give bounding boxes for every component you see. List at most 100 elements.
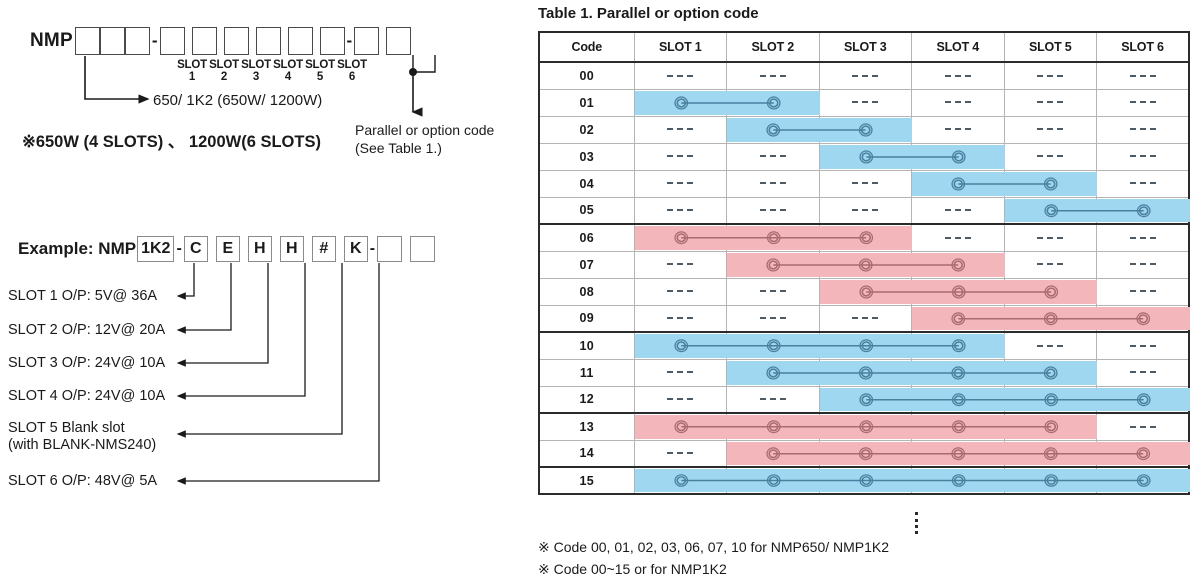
empty-dash-mark	[1037, 344, 1064, 347]
slot-linked-cell	[818, 142, 1005, 171]
empty-dash-mark	[1037, 263, 1064, 266]
slot-linked-cell	[1096, 304, 1189, 333]
slot-box-2[interactable]	[191, 27, 217, 55]
parallel-option-code-table: Code SLOT 1 SLOT 2 SLOT 3 SLOT 4 SLOT 5 …	[538, 31, 1190, 495]
slot-linked-cell	[726, 88, 820, 117]
slot-linked-cell	[818, 358, 912, 387]
option-code-table-panel: Table 1. Parallel or option code Code SL…	[525, 0, 1200, 588]
slot-empty-cell	[1096, 358, 1189, 387]
table-row: 07	[539, 250, 1189, 279]
table-row: 12	[539, 385, 1190, 414]
table-row: 04	[539, 169, 1189, 198]
slot-empty-cell	[726, 169, 820, 198]
slot-caption-1: SLOT 1	[177, 59, 207, 83]
empty-dash-mark	[1129, 236, 1156, 239]
row-code-cell: 01	[539, 88, 635, 117]
slot-empty-cell	[1003, 250, 1097, 279]
example-code-box-2[interactable]: E	[215, 236, 240, 262]
table-header-row: Code SLOT 1 SLOT 2 SLOT 3 SLOT 4 SLOT 5 …	[539, 32, 1189, 63]
empty-dash-mark	[1129, 263, 1156, 266]
example-dash-2: -	[369, 240, 376, 257]
slot-empty-cell	[1003, 331, 1097, 360]
empty-dash-mark	[1129, 290, 1156, 293]
model-digit-box-2[interactable]	[99, 27, 125, 55]
slot-empty-cell	[1096, 412, 1189, 441]
slot-linked-cell	[1096, 385, 1189, 414]
slot-linked-cell	[911, 277, 1005, 306]
slot-empty-cell	[633, 115, 727, 144]
slot-linked-cell	[911, 250, 1005, 279]
example-code-box-6[interactable]: K	[343, 236, 368, 262]
column-header-slot-4: SLOT 4	[911, 32, 1005, 63]
row-code-cell: 14	[539, 439, 635, 468]
slot-box-3[interactable]	[223, 27, 249, 55]
empty-dash-mark	[944, 209, 971, 212]
slot-linked-cell	[818, 385, 1190, 414]
model-prefix-label: NMP	[30, 30, 73, 51]
table-row: 09	[539, 304, 1190, 333]
slot-empty-cell	[633, 169, 727, 198]
column-header-slot-3: SLOT 3	[818, 32, 912, 63]
empty-dash-mark	[759, 398, 786, 401]
slot-linked-cell	[726, 250, 1005, 279]
column-header-slot-1: SLOT 1	[633, 32, 727, 63]
slot-empty-cell	[911, 88, 1005, 117]
empty-dash-mark	[759, 182, 786, 185]
model-encoding-panel: NMP - - SLOT 1 SLOT 2 SLOT 3 SLOT 4 SLOT…	[0, 0, 525, 588]
slot-description-2: SLOT 2 O/P: 12V@ 20A	[8, 322, 166, 338]
example-option-box-1[interactable]	[377, 236, 403, 262]
slot-box-6[interactable]	[319, 27, 345, 55]
slot-box-1[interactable]	[159, 27, 185, 55]
empty-dash-mark	[852, 74, 879, 77]
slot-linked-cell	[818, 331, 912, 360]
slot-empty-cell	[1003, 61, 1097, 90]
slot-caption-6: SLOT 6	[337, 59, 367, 83]
model-digit-box-3[interactable]	[124, 27, 150, 55]
table-header: Code SLOT 1 SLOT 2 SLOT 3 SLOT 4 SLOT 5 …	[539, 32, 1189, 63]
example-model-diagram: Example: NMP 1K2 - C E H H # K -	[18, 236, 436, 262]
slot-linked-cell	[911, 385, 1005, 414]
row-code-cell: 09	[539, 304, 635, 333]
slot-linked-cell	[911, 439, 1005, 468]
empty-dash-mark	[1037, 74, 1064, 77]
slot-box-4[interactable]	[255, 27, 281, 55]
slot-linked-cell	[818, 277, 1097, 306]
column-header-slot-5: SLOT 5	[1003, 32, 1097, 63]
slot-empty-cell	[1096, 223, 1189, 252]
slot-linked-cell	[1003, 439, 1097, 468]
option-code-box-1[interactable]	[354, 27, 380, 55]
slot-linked-cell	[818, 250, 912, 279]
model-digit-box-1[interactable]	[74, 27, 100, 55]
slot-empty-cell	[911, 196, 1005, 225]
slot-empty-cell	[633, 196, 727, 225]
example-code-box-4[interactable]: H	[279, 236, 304, 262]
empty-dash-mark	[1037, 155, 1064, 158]
example-option-box-2[interactable]	[410, 236, 436, 262]
slot-empty-cell	[633, 61, 727, 90]
row-code-cell: 08	[539, 277, 635, 306]
row-code-cell: 07	[539, 250, 635, 279]
slot-linked-cell	[1003, 358, 1097, 387]
slot-linked-cell	[1096, 196, 1189, 225]
parallel-option-note: Parallel or option code (See Table 1.)	[355, 121, 494, 157]
row-code-cell: 03	[539, 142, 635, 171]
slot-linked-cell	[633, 331, 1005, 360]
slot-box-5[interactable]	[287, 27, 313, 55]
empty-dash-mark	[667, 155, 694, 158]
slot-empty-cell	[1003, 223, 1097, 252]
empty-dash-mark	[667, 209, 694, 212]
parallel-option-note-line2: (See Table 1.)	[355, 140, 442, 156]
example-code-box-3[interactable]: H	[247, 236, 272, 262]
slot-empty-cell	[726, 142, 820, 171]
option-code-box-2[interactable]	[386, 27, 412, 55]
example-code-box-1[interactable]: C	[183, 236, 208, 262]
slot-empty-cell	[1096, 115, 1189, 144]
example-code-box-5[interactable]: #	[311, 236, 336, 262]
empty-dash-mark	[667, 317, 694, 320]
slot-linked-cell	[1096, 439, 1189, 468]
example-model-box[interactable]: 1K2	[137, 236, 175, 262]
slot-empty-cell	[1096, 88, 1189, 117]
slot-linked-cell	[818, 115, 912, 144]
slot-linked-cell	[818, 439, 912, 468]
column-header-slot-6: SLOT 6	[1096, 32, 1189, 63]
